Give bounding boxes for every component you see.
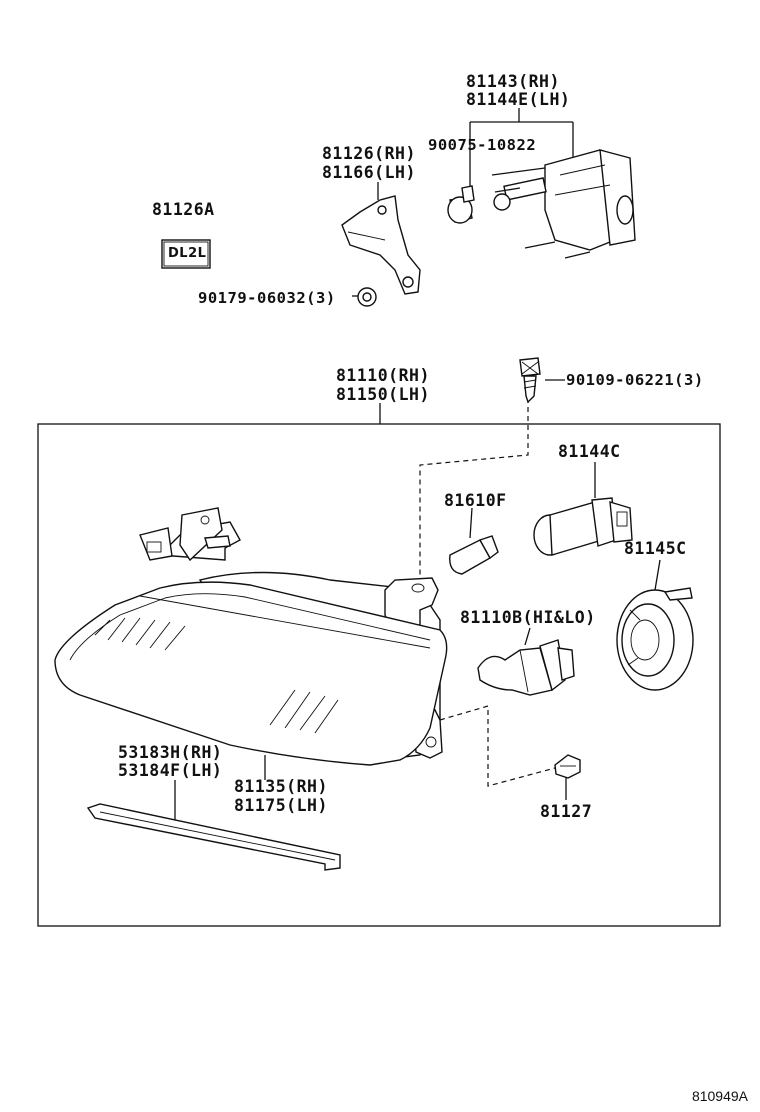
part-label-81126: 81126(RH) bbox=[322, 144, 416, 163]
leader-lines bbox=[174, 108, 661, 820]
part-label-53184f: 53184F(LH) bbox=[118, 761, 223, 780]
assembly-frame bbox=[37, 423, 721, 927]
part-label-90109: 90109-06221(3) bbox=[566, 371, 704, 389]
headlamp-housing bbox=[54, 507, 448, 766]
cap-81145c bbox=[616, 587, 694, 691]
label-tag-81126a bbox=[161, 239, 211, 269]
part-label-81150: 81150(LH) bbox=[336, 385, 430, 404]
screw-90109 bbox=[519, 357, 541, 404]
part-label-81144e: 81144E(LH) bbox=[466, 90, 571, 109]
part-label-81144c: 81144C bbox=[558, 442, 621, 461]
bulb-socket-assembly bbox=[491, 149, 636, 259]
part-label-81110b: 81110B(HI&LO) bbox=[460, 608, 596, 627]
part-label-81145c: 81145C bbox=[624, 539, 687, 558]
nut-90179 bbox=[357, 287, 377, 307]
clip-81127 bbox=[554, 754, 581, 779]
part-label-81610f: 81610F bbox=[444, 491, 507, 510]
part-label-81110: 81110(RH) bbox=[336, 366, 430, 385]
part-label-90075: 90075-10822 bbox=[428, 136, 537, 154]
part-label-81126a: 81126A bbox=[152, 200, 215, 219]
part-label-81143: 81143(RH) bbox=[466, 72, 560, 91]
part-label-90179: 90179-06032(3) bbox=[198, 289, 336, 307]
part-label-81175: 81175(LH) bbox=[234, 796, 328, 815]
bulb-90075 bbox=[447, 185, 475, 224]
part-label-81135: 81135(RH) bbox=[234, 777, 328, 796]
trim-strip-53183h bbox=[86, 803, 341, 871]
bulb-81110b bbox=[477, 639, 575, 696]
part-label-81127: 81127 bbox=[540, 802, 593, 821]
part-label-81166: 81166(LH) bbox=[322, 163, 416, 182]
label-tag-text: DL2L bbox=[168, 246, 207, 261]
dashed-guide-screw bbox=[419, 398, 529, 582]
figure-code: 810949A bbox=[691, 1088, 748, 1104]
socket-81144c bbox=[533, 497, 633, 556]
bulb-81610f bbox=[449, 535, 499, 575]
part-label-53183h: 53183H(RH) bbox=[118, 743, 223, 762]
dashed-guide-clip bbox=[439, 705, 556, 787]
bracket-81126 bbox=[341, 195, 421, 295]
